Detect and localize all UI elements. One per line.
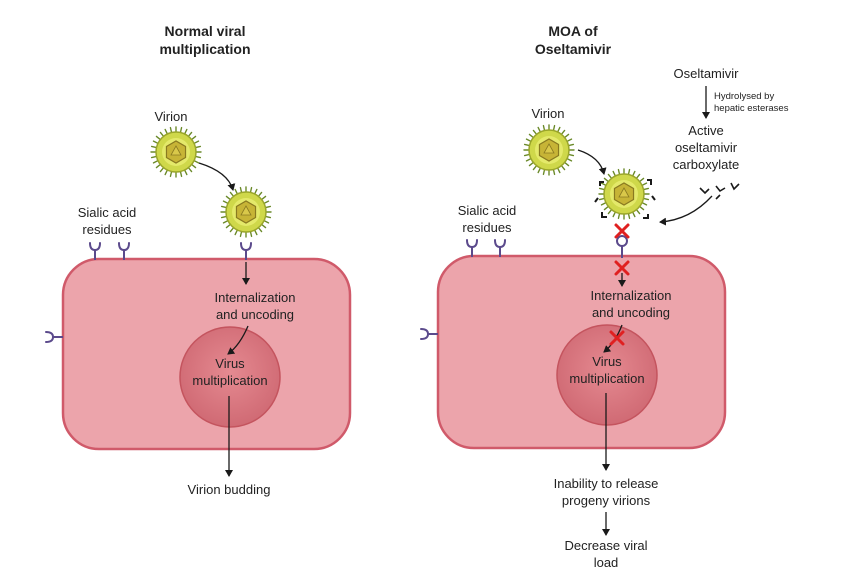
- left-panel: Normal viral multiplication Virion Siali…: [45, 23, 352, 497]
- right-intern-line2: and uncoding: [592, 305, 670, 320]
- arrow-icon: [659, 195, 713, 226]
- decrease-line1: Decrease viral: [564, 538, 647, 553]
- hydrolysed-line2: hepatic esterases: [714, 103, 789, 114]
- inhibit-x-icon: [614, 260, 630, 276]
- nucleus: [179, 326, 281, 428]
- left-sialic-line2: residues: [82, 222, 132, 237]
- left-virus-line1: Virus: [215, 356, 245, 371]
- active-line1: Active: [688, 123, 723, 138]
- left-virion-label: Virion: [154, 109, 187, 124]
- nucleus: [556, 324, 658, 426]
- right-intern-line1: Internalization: [591, 288, 672, 303]
- inability-line2: progeny virions: [562, 493, 651, 508]
- receptor-icon: [616, 235, 628, 247]
- right-virus-line1: Virus: [592, 354, 622, 369]
- receptor-icon: [240, 242, 252, 260]
- right-title-line2: Oseltamivir: [535, 41, 612, 57]
- left-virus-line2: multiplication: [192, 373, 267, 388]
- receptor-icon: [466, 239, 478, 257]
- receptor-icon: [420, 328, 438, 340]
- hydrolysed-line1: Hydrolysed by: [714, 91, 774, 102]
- decrease-line2: load: [594, 555, 619, 570]
- right-sialic-line2: residues: [462, 220, 512, 235]
- bound-drug-icon: [594, 179, 656, 219]
- arrow-icon: [198, 162, 236, 191]
- left-title-line1: Normal viral: [165, 23, 246, 39]
- drug-label: Oseltamivir: [673, 66, 739, 81]
- drug-molecule-icon: [699, 182, 740, 200]
- receptor-icon: [494, 239, 506, 257]
- virion-icon: [150, 126, 202, 178]
- receptor-icon: [45, 331, 63, 343]
- left-budding-label: Virion budding: [188, 482, 271, 497]
- right-title-line1: MOA of: [548, 23, 598, 39]
- virion-icon: [598, 168, 650, 220]
- right-panel: MOA of Oseltamivir Oseltamivir Hydrolyse…: [420, 23, 789, 570]
- active-line2: oseltamivir: [675, 140, 738, 155]
- right-virion-label: Virion: [531, 106, 564, 121]
- inhibit-x-icon: [609, 330, 625, 346]
- left-sialic-line1: Sialic acid: [78, 205, 137, 220]
- right-virus-line2: multiplication: [569, 371, 644, 386]
- active-line3: carboxylate: [673, 157, 739, 172]
- receptor-icon: [118, 242, 130, 260]
- right-sialic-line1: Sialic acid: [458, 203, 517, 218]
- virion-icon: [523, 124, 575, 176]
- left-title-line2: multiplication: [160, 41, 251, 57]
- left-intern-line2: and uncoding: [216, 307, 294, 322]
- virion-icon: [220, 186, 272, 238]
- receptor-icon: [89, 242, 101, 260]
- left-intern-line1: Internalization: [215, 290, 296, 305]
- arrow-icon: [577, 149, 607, 175]
- inability-line1: Inability to release: [554, 476, 659, 491]
- arrow-icon: [227, 325, 249, 355]
- inhibit-x-icon: [614, 223, 630, 239]
